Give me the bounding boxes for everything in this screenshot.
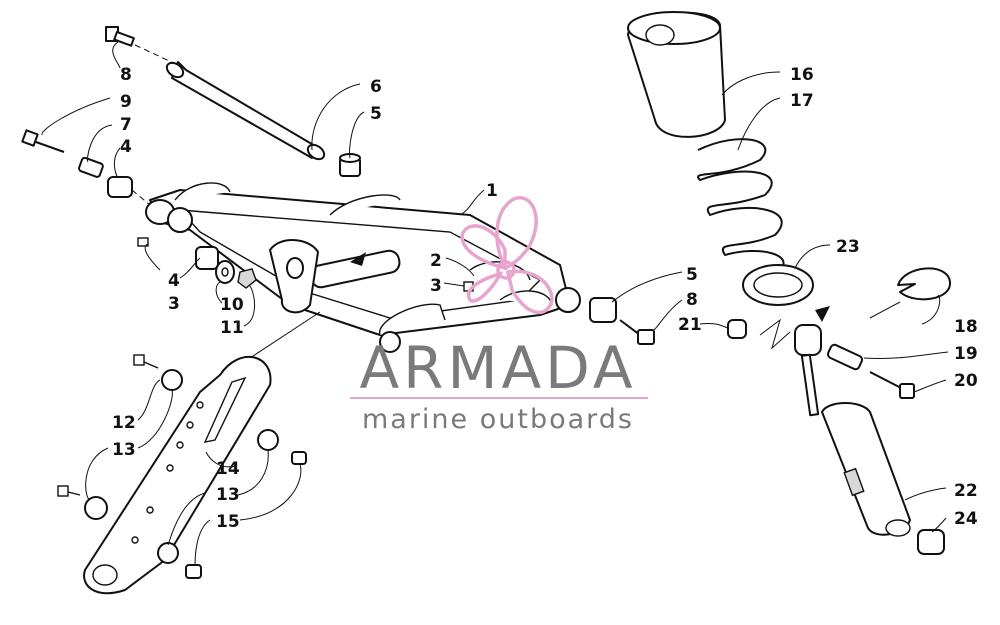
callout-4-lower: 4 [168, 271, 180, 291]
callout-17: 17 [790, 91, 814, 111]
callout-5-left: 5 [370, 104, 382, 124]
washer-part-13-top [161, 369, 183, 391]
callout-6: 6 [370, 77, 382, 97]
shock-absorber-part-22 [794, 324, 911, 537]
bolt-part-8-top [105, 26, 135, 47]
leader-line [249, 311, 321, 359]
callout-16: 16 [790, 65, 814, 85]
clip-part-18 [897, 267, 951, 301]
washer-part-13-right [257, 429, 279, 451]
callout-13-left: 13 [112, 440, 136, 460]
bolt-part-12-bottom [57, 485, 81, 497]
bushing-part-21 [727, 319, 747, 339]
callout-3-left: 3 [168, 294, 180, 314]
bumper-part-16 [627, 11, 726, 138]
callout-11: 11 [220, 318, 244, 338]
callout-8-right: 8 [686, 290, 698, 310]
brand-tagline: marine outboards [362, 404, 634, 435]
callout-21: 21 [678, 315, 702, 335]
bolt-part-9 [21, 129, 65, 153]
callout-24: 24 [954, 509, 978, 529]
callout-9: 9 [120, 92, 132, 112]
zigzag-line [759, 318, 791, 350]
washer-part-13-lower [157, 542, 179, 564]
callout-10: 10 [220, 295, 244, 315]
washer-part-10 [215, 260, 235, 284]
leader-lines [41, 41, 949, 567]
callout-20: 20 [954, 371, 978, 391]
propeller-logo-icon [460, 196, 554, 315]
sleeve-part-7 [78, 156, 104, 178]
bolt-part-20 [869, 371, 915, 399]
bolt-part-12-top [133, 354, 159, 369]
callout-15: 15 [216, 512, 240, 532]
bushing-part-24 [917, 529, 945, 555]
arrow-marker-left [350, 252, 366, 266]
axis-line [131, 189, 151, 206]
sleeve-part-19 [826, 343, 864, 371]
callout-12: 12 [112, 413, 136, 433]
arrow-marker-right [815, 306, 830, 322]
shaft-part-6 [165, 61, 326, 161]
bushing-part-5-right [589, 297, 617, 323]
armada-logo: ARMADA marine outboards [350, 196, 648, 435]
spring-seat-part-23 [742, 264, 814, 306]
callout-5-right: 5 [686, 265, 698, 285]
callout-2: 2 [430, 251, 442, 271]
callout-numbers: 8 9 7 4 6 5 1 2 3 4 3 10 11 5 8 21 16 17… [112, 65, 978, 532]
callout-7: 7 [120, 115, 132, 135]
bushing-part-4-top [107, 176, 133, 198]
nut-part-15-bottom [185, 564, 202, 579]
brand-name: ARMADA [359, 334, 636, 402]
callout-3-right: 3 [430, 276, 442, 296]
nut-part-15-top [291, 451, 307, 465]
callout-8-top: 8 [120, 65, 132, 85]
fitting [137, 237, 149, 247]
spring-part-17 [697, 138, 785, 271]
washer-part-13-bottom [84, 496, 108, 520]
bolt-part-8-right [619, 319, 655, 345]
leader-line [869, 301, 901, 319]
callout-23: 23 [836, 237, 860, 257]
callout-14: 14 [216, 459, 240, 479]
callout-22: 22 [954, 481, 978, 501]
callout-19: 19 [954, 344, 978, 364]
callout-4-top: 4 [120, 137, 132, 157]
callout-18: 18 [954, 317, 978, 337]
axis-line [134, 44, 179, 66]
callout-13-right: 13 [216, 485, 240, 505]
bushing-part-4-lower [195, 246, 219, 270]
nut-part-11 [237, 268, 257, 289]
callout-1: 1 [486, 181, 498, 201]
